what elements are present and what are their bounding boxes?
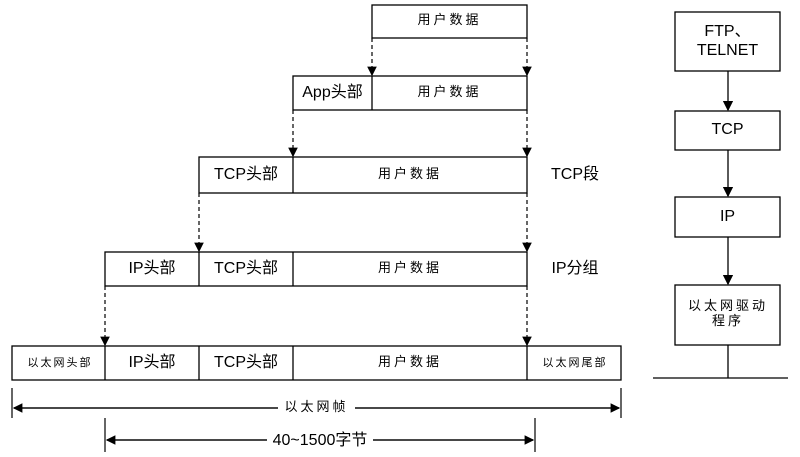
row5-tcp-header: TCP头部 bbox=[213, 353, 278, 371]
payload-size-label: 40~1500字节 bbox=[266, 431, 374, 451]
row2-user-data: 用户数据 bbox=[417, 84, 482, 100]
row5-user-data: 用户数据 bbox=[377, 354, 442, 370]
ethernet-frame-label: 以太网帧 bbox=[278, 400, 355, 416]
row3-user-data: 用户数据 bbox=[377, 166, 442, 182]
stack-ip: IP bbox=[719, 207, 736, 225]
row4-tcp-header: TCP头部 bbox=[213, 259, 278, 277]
row2-app-header: App头部 bbox=[302, 83, 363, 101]
frame-dimension: 以太网帧 bbox=[12, 398, 621, 418]
ip-packet-label: IP分组 bbox=[551, 259, 599, 277]
row4-ip-header: IP头部 bbox=[128, 259, 176, 277]
row3-tcp-header: TCP头部 bbox=[213, 165, 278, 183]
row5-ethernet-trailer: 以太网尾部 bbox=[542, 355, 608, 369]
tcp-segment-label: TCP段 bbox=[550, 165, 599, 183]
stack-ethernet-driver: 以太网驱动程序 bbox=[687, 299, 768, 329]
stack-tcp: TCP bbox=[711, 121, 744, 139]
stack-ftp-telnet: FTP、TELNET bbox=[696, 23, 759, 59]
row5-ip-header: IP头部 bbox=[128, 353, 176, 371]
payload-dimension: 40~1500字节 bbox=[105, 430, 535, 452]
row4-user-data: 用户数据 bbox=[377, 260, 442, 276]
row1-user-data: 用户数据 bbox=[417, 13, 482, 29]
row5-ethernet-header: 以太网头部 bbox=[27, 355, 93, 369]
